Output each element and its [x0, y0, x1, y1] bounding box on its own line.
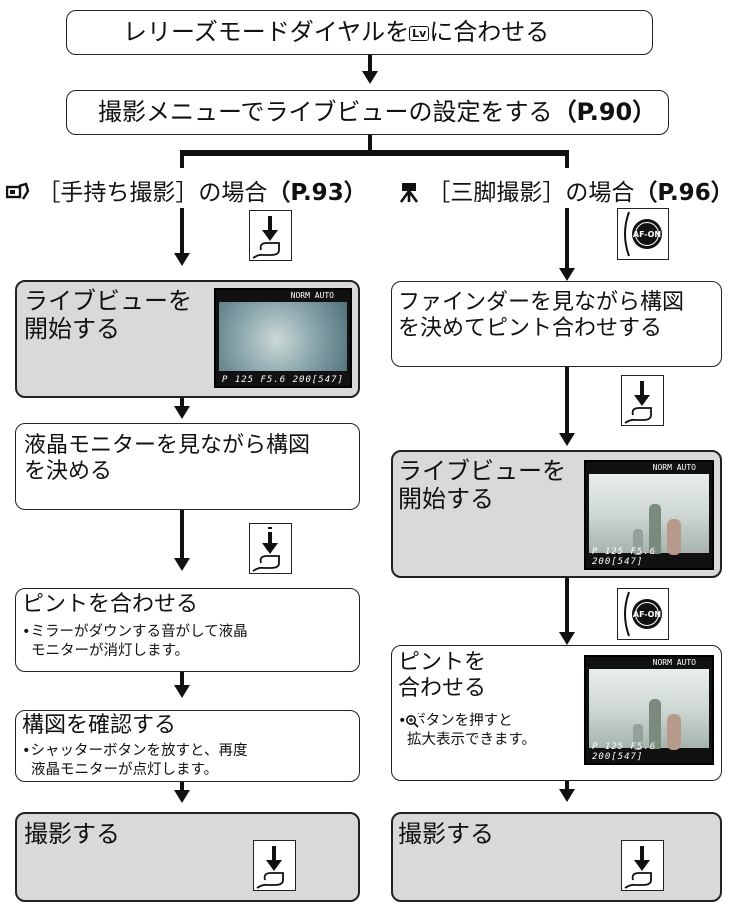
right-connector [565, 781, 569, 791]
lcd-bottom-text: P 125 F5.6 200[547] [592, 742, 657, 762]
step2-ref: （P.90） [552, 98, 657, 126]
right-shoot-text: 撮影する [398, 820, 494, 848]
left-focus-title: ピントを合わせる [22, 592, 199, 617]
step2-box [66, 90, 669, 135]
left-focus-note2: モニターが消灯します。 [31, 642, 190, 659]
right-header: ［三脚撮影］の場合（P.96） [398, 180, 731, 207]
lcd-bottom-text: P 125 F5.6 200[547] [222, 375, 344, 385]
arrow-down-icon [362, 71, 378, 84]
step2-main: 撮影メニューでライブビューの設定をする [98, 98, 553, 126]
left-focus-note1: •ミラーがダウンする音がして液晶 [22, 624, 248, 640]
left-compose-box [15, 423, 360, 510]
lcd-preview-bottles: NORM AUTO P 125 F5.6 200[547] [584, 460, 714, 570]
step1-text-before: レリーズモードダイヤルを [123, 18, 410, 46]
lcd-preview-bottles: NORM AUTO P 125 F5.6 200[547] [584, 655, 714, 765]
left-confirm-box [15, 710, 360, 782]
af-on-label: AF-ON [633, 610, 661, 619]
left-confirm-note2: 液晶モニターが点灯します。 [31, 761, 219, 778]
branch-stem [368, 135, 372, 155]
left-compose-line1: 液晶モニターを見ながら構図 [24, 433, 311, 458]
right-shoot-box [391, 812, 722, 902]
arrow-down-icon [174, 253, 190, 266]
right-connector [565, 578, 569, 634]
arrow-down-icon [174, 685, 190, 698]
branch-right [565, 150, 569, 168]
step1-box [66, 10, 653, 55]
left-connector [180, 208, 184, 255]
right-start-line2: 開始する [398, 485, 494, 514]
right-focus-line1: ピントを [398, 650, 487, 675]
left-connector [180, 782, 184, 792]
arrow-down-icon [559, 789, 575, 802]
left-focus-note: •ミラーがダウンする音がして液晶 モニターが消灯します。 [22, 623, 248, 661]
right-compose-box [391, 281, 722, 367]
left-shoot-text: 撮影する [24, 820, 120, 848]
right-focus-note1: • ボタンを押すと [398, 713, 513, 729]
arrow-down-icon [559, 268, 575, 281]
tripod-icon [399, 183, 419, 203]
left-header-text: ［手持ち撮影］の場合 [37, 180, 268, 206]
left-connector [180, 398, 184, 408]
left-header: ［手持ち撮影］の場合（P.93） [5, 180, 367, 207]
left-shoot-box [15, 812, 360, 902]
right-focus-note: • ボタンを押すと 拡大表示できます。 [398, 712, 536, 750]
left-confirm-title: 構図を確認する [22, 713, 177, 738]
left-header-ref: （P.93） [267, 180, 367, 206]
af-on-button-icon: AF-ON [617, 588, 669, 640]
zoom-icon [405, 714, 419, 728]
af-on-label: AF-ON [633, 230, 661, 239]
right-start-text: ライブビューを 開始する [398, 457, 566, 514]
left-start-line2: 開始する [24, 315, 120, 344]
lv-icon: Lv [409, 26, 430, 41]
right-header-text: ［三脚撮影］の場合 [427, 180, 635, 206]
left-compose-text: 液晶モニターを見ながら構図 を決める [24, 433, 310, 485]
lcd-bottom-text: P 125 F5.6 200[547] [592, 547, 657, 567]
left-focus-box [15, 588, 360, 672]
af-on-button-icon: AF-ON [617, 208, 669, 260]
shutter-press-icon [253, 840, 296, 891]
arrow-down-icon [174, 406, 190, 419]
left-start-text: ライブビューを 開始する [24, 287, 192, 344]
left-connector [180, 510, 184, 560]
shutter-press-icon [621, 375, 664, 426]
right-connector [565, 367, 569, 435]
right-compose-text: ファインダーを見ながら構図 を決めてピント合わせする [398, 290, 684, 342]
lcd-preview-portrait: NORM AUTO P 125 F5.6 200[547] [214, 288, 352, 388]
right-header-ref: （P.96） [634, 180, 731, 206]
right-connector [565, 208, 569, 270]
branch-bar [180, 150, 569, 156]
handheld-icon [5, 182, 30, 200]
lcd-top-text: NORM AUTO [652, 658, 696, 667]
left-confirm-note: •シャッターボタンを放すと、再度 液晶モニターが点灯します。 [22, 742, 247, 780]
left-connector [180, 672, 184, 687]
step2-text: 撮影メニューでライブビューの設定をする（P.90） [98, 98, 656, 126]
right-focus-text: ピントを 合わせる [398, 650, 486, 702]
step1-text-after: に合わせる [429, 18, 550, 46]
lcd-top-text: NORM AUTO [290, 291, 334, 300]
shutter-press-icon [249, 210, 292, 261]
right-focus-line2: 合わせる [398, 675, 487, 701]
arrow-down-icon [559, 433, 575, 446]
arrow-down-icon [174, 558, 190, 571]
shutter-press-icon [249, 523, 292, 574]
right-focus-note2: 拡大表示できます。 [407, 731, 537, 748]
right-compose-line1: ファインダーを見ながら構図 [398, 290, 685, 315]
left-start-line1: ライブビューを [24, 287, 192, 315]
left-compose-line2: を決める [24, 458, 113, 484]
left-confirm-note1: •シャッターボタンを放すと、再度 [22, 743, 248, 759]
arrow-down-icon [559, 632, 575, 645]
connector [368, 55, 372, 73]
right-compose-line2: を決めてピント合わせする [398, 315, 663, 341]
branch-left [180, 150, 184, 168]
arrow-down-icon [174, 790, 190, 803]
right-start-line1: ライブビューを [398, 457, 566, 485]
shutter-press-icon [621, 840, 664, 891]
lcd-top-text: NORM AUTO [652, 463, 696, 472]
